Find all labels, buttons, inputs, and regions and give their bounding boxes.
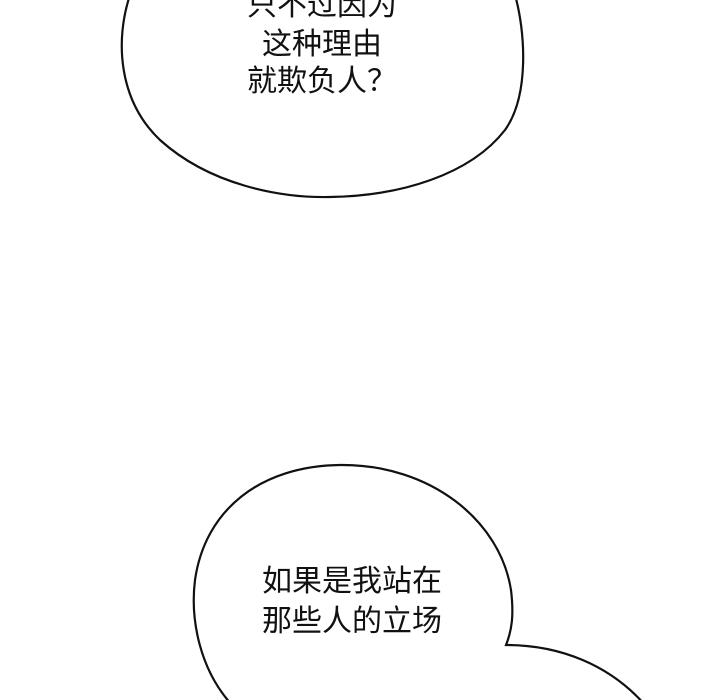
bubble-top-line-3: 就欺负人？ <box>247 64 397 99</box>
bubble-top-line-2: 这种理由 <box>262 27 382 62</box>
bubble-top-line-1: 只不过因为 <box>247 0 397 23</box>
bubble-bottom-line-1: 如果是我站在 <box>262 564 442 599</box>
bubble-bottom-line-2: 那些人的立场 <box>262 604 442 639</box>
speech-bubble-top <box>120 0 525 199</box>
speech-bubble-bottom <box>192 463 642 700</box>
